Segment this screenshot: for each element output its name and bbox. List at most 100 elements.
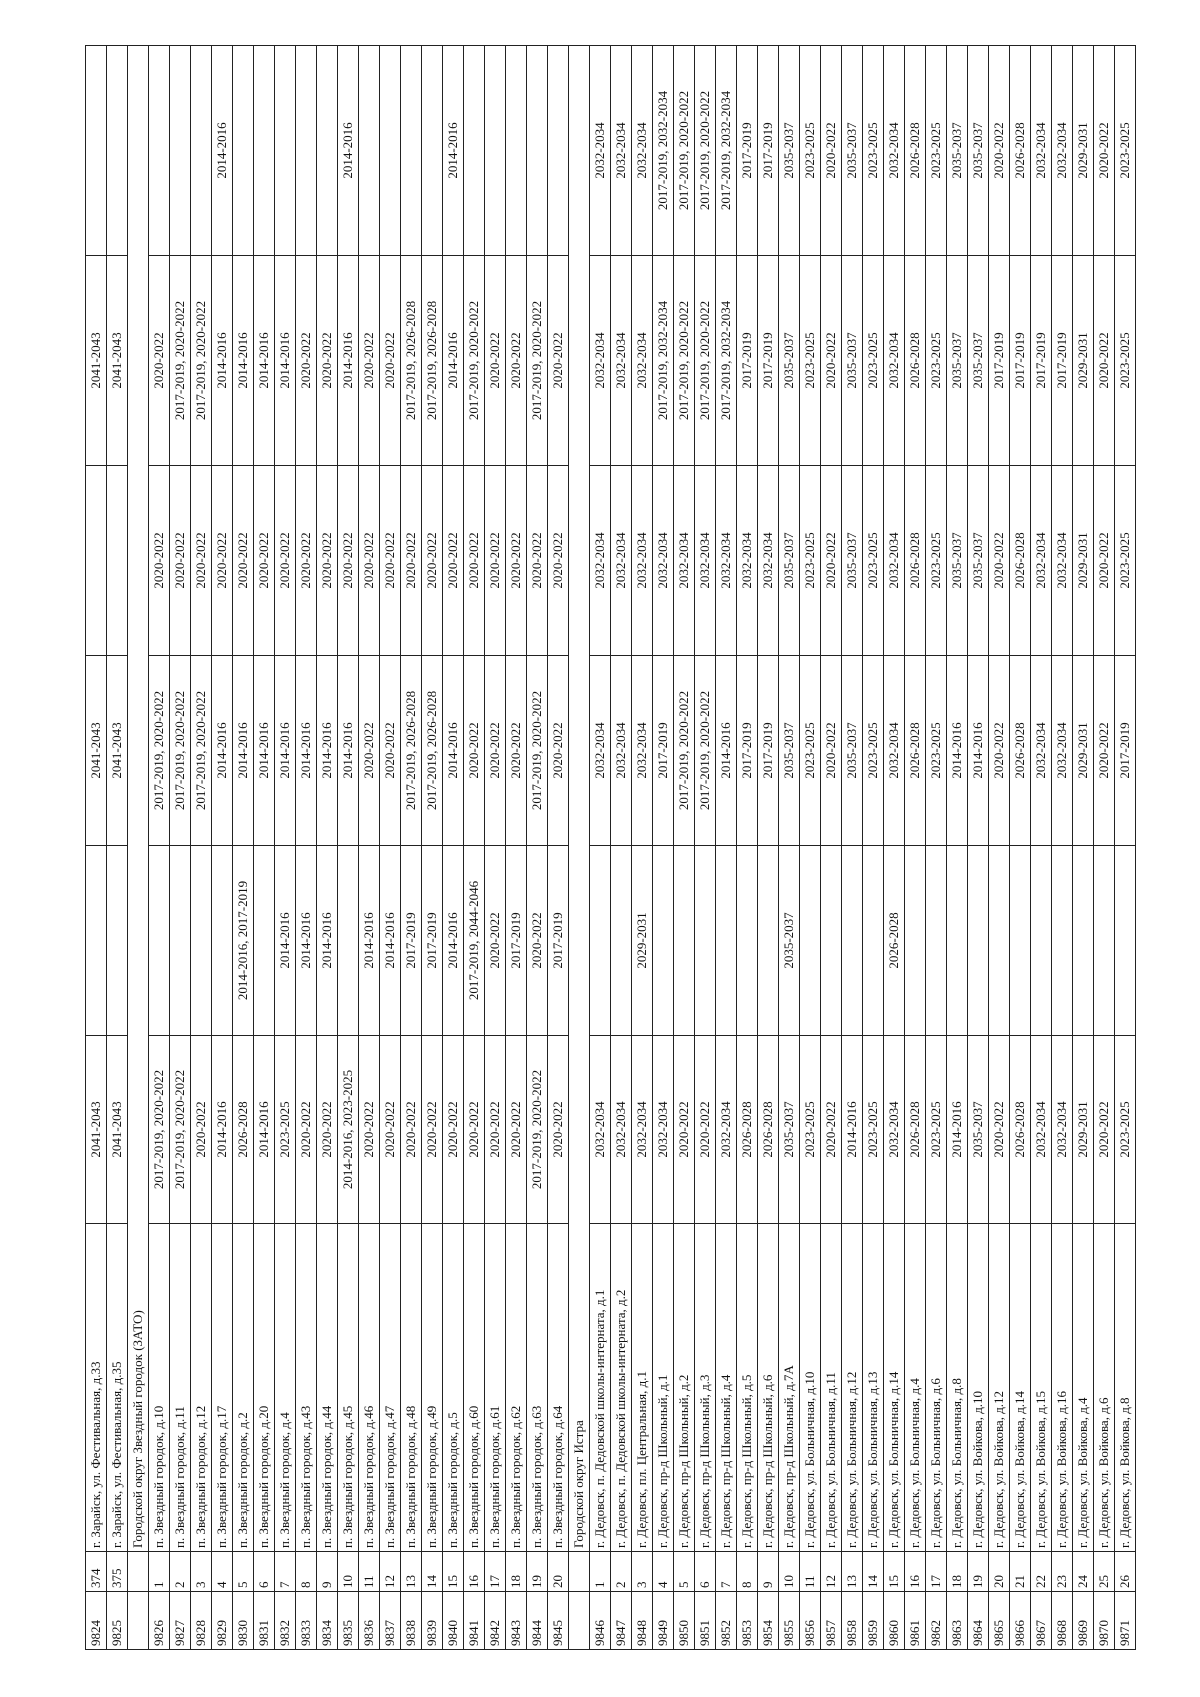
- period-col-4-cell: 2032-2034: [652, 465, 674, 656]
- item-number-cell: 17: [484, 1551, 506, 1592]
- period-col-6-cell: [421, 45, 443, 256]
- period-col-5-cell: 2017-2019, 2020-2022: [526, 255, 548, 466]
- item-number-cell: 1: [148, 1551, 170, 1592]
- period-col-4-cell: 2032-2034: [694, 465, 716, 656]
- address-cell: г. Зарайск, ул. Фестивальная, д.35: [106, 1223, 128, 1552]
- period-col-5-cell: 2017-2019, 2032-2034: [715, 255, 737, 466]
- period-col-6-cell: [400, 45, 422, 256]
- period-col-3-cell: 2014-2016: [232, 655, 254, 846]
- period-col-1-cell: 2020-2022: [484, 1035, 506, 1224]
- period-col-4-cell: 2032-2034: [736, 465, 758, 656]
- period-col-1-cell: 2020-2022: [421, 1035, 443, 1224]
- period-col-2-cell: 2014-2016: [379, 845, 401, 1036]
- period-col-1-cell: 2032-2034: [589, 1035, 611, 1224]
- period-col-1-cell: 2023-2025: [1114, 1035, 1136, 1224]
- address-cell: г. Дедовск, ул. Войкова, д.14: [1009, 1223, 1031, 1552]
- register-number-cell: 9859: [862, 1591, 884, 1650]
- period-col-4-cell: 2020-2022: [253, 465, 275, 656]
- period-col-1-cell: 2032-2034: [715, 1035, 737, 1224]
- item-number-cell: 24: [1072, 1551, 1094, 1592]
- address-cell: п. Звездный городок, д.63: [526, 1223, 548, 1552]
- period-col-5-cell: 2017-2019: [736, 255, 758, 466]
- period-col-3-cell: 2017-2019: [652, 655, 674, 846]
- item-number-cell: 8: [736, 1551, 758, 1592]
- section-header: Городской округ Звездный городок (ЗАТО): [127, 45, 149, 1552]
- period-col-2-cell: 2020-2022: [526, 845, 548, 1036]
- period-col-1-cell: 2023-2025: [274, 1035, 296, 1224]
- period-col-4-cell: 2020-2022: [379, 465, 401, 656]
- register-number-cell: 9861: [904, 1591, 926, 1650]
- item-number-cell: 25: [1093, 1551, 1115, 1592]
- item-number-cell: 26: [1114, 1551, 1136, 1592]
- period-col-6-cell: 2017-2019: [736, 45, 758, 256]
- period-col-2-cell: [1030, 845, 1052, 1036]
- period-col-3-cell: 2035-2037: [778, 655, 800, 846]
- period-col-5-cell: 2017-2019, 2020-2022: [694, 255, 716, 466]
- period-col-3-cell: 2017-2019, 2020-2022: [673, 655, 695, 846]
- register-number-cell: 9871: [1114, 1591, 1136, 1650]
- period-col-1-cell: 2017-2019, 2020-2022: [526, 1035, 548, 1224]
- address-cell: п. Звездный городок, д.64: [547, 1223, 569, 1552]
- period-col-3-cell: 2020-2022: [1093, 655, 1115, 846]
- period-col-3-cell: 2017-2019: [757, 655, 779, 846]
- period-col-2-cell: [190, 845, 212, 1036]
- period-col-6-cell: [484, 45, 506, 256]
- period-col-3-cell: 2023-2025: [925, 655, 947, 846]
- period-col-4-cell: 2020-2022: [148, 465, 170, 656]
- section-header: Городской округ Истра: [568, 45, 590, 1552]
- period-col-3-cell: 2032-2034: [1051, 655, 1073, 846]
- period-col-4-cell: 2020-2022: [547, 465, 569, 656]
- period-col-6-cell: 2017-2019, 2020-2022: [694, 45, 716, 256]
- period-col-1-cell: 2020-2022: [190, 1035, 212, 1224]
- address-cell: п. Звездный городок, д.45: [337, 1223, 359, 1552]
- period-col-3-cell: 2014-2016: [295, 655, 317, 846]
- period-col-6-cell: [274, 45, 296, 256]
- item-number-cell: 10: [337, 1551, 359, 1592]
- period-col-3-cell: 2032-2034: [631, 655, 653, 846]
- period-col-1-cell: 2029-2031: [1072, 1035, 1094, 1224]
- period-col-2-cell: [1072, 845, 1094, 1036]
- period-col-4-cell: 2020-2022: [988, 465, 1010, 656]
- period-col-3-cell: 2017-2019, 2020-2022: [190, 655, 212, 846]
- period-col-4-cell: 2020-2022: [421, 465, 443, 656]
- period-col-4-cell: 2032-2034: [631, 465, 653, 656]
- item-number-cell: 6: [694, 1551, 716, 1592]
- address-cell: г. Дедовск, ул. Войкова, д.10: [967, 1223, 989, 1552]
- period-col-3-cell: 2017-2019: [1114, 655, 1136, 846]
- period-col-2-cell: [757, 845, 779, 1036]
- period-col-5-cell: 2020-2022: [316, 255, 338, 466]
- register-number-cell: 9855: [778, 1591, 800, 1650]
- period-col-1-cell: 2014-2016: [253, 1035, 275, 1224]
- period-col-1-cell: 2032-2034: [1030, 1035, 1052, 1224]
- register-number-cell: 9869: [1072, 1591, 1094, 1650]
- address-cell: г. Дедовск, п. Дедовской школы-интерната…: [589, 1223, 611, 1552]
- period-col-5-cell: 2017-2019: [1009, 255, 1031, 466]
- period-col-1-cell: 2020-2022: [1093, 1035, 1115, 1224]
- period-col-2-cell: 2014-2016: [295, 845, 317, 1036]
- period-col-5-cell: 2014-2016: [442, 255, 464, 466]
- period-col-5-cell: 2017-2019: [1030, 255, 1052, 466]
- period-col-5-cell: 2029-2031: [1072, 255, 1094, 466]
- period-col-4-cell: 2020-2022: [1093, 465, 1115, 656]
- period-col-6-cell: [148, 45, 170, 256]
- register-number-cell: 9857: [820, 1591, 842, 1650]
- period-col-2-cell: [85, 845, 107, 1036]
- address-cell: г. Дедовск, пр-д Школьный, д.7А: [778, 1223, 800, 1552]
- register-number-cell: 9864: [967, 1591, 989, 1650]
- period-col-5-cell: 2020-2022: [295, 255, 317, 466]
- period-col-6-cell: 2032-2034: [883, 45, 905, 256]
- period-col-6-cell: 2032-2034: [589, 45, 611, 256]
- address-cell: г. Дедовск, ул. Войкова, д.16: [1051, 1223, 1073, 1552]
- register-number-cell: 9867: [1030, 1591, 1052, 1650]
- period-col-3-cell: 2017-2019, 2026-2028: [400, 655, 422, 846]
- period-col-2-cell: 2017-2019: [400, 845, 422, 1036]
